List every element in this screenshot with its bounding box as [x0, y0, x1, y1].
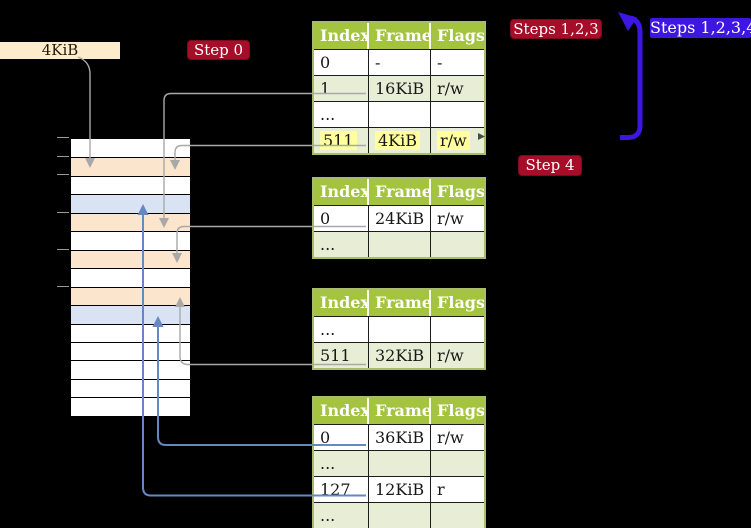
- memory-frame-row-blue: [71, 194, 190, 213]
- address-tick: [57, 174, 69, 176]
- memory-frame-row-peach: [71, 286, 190, 306]
- address-tick: [57, 155, 69, 157]
- address-tick: [57, 211, 69, 213]
- steps1234-label: Steps 1,2,3,4: [650, 18, 751, 38]
- column-header-frame: Frame: [369, 179, 431, 205]
- memory-frame-row-peach: [71, 212, 190, 232]
- step4-label: Step 4: [519, 156, 581, 175]
- memory-column: [70, 138, 191, 417]
- column-header-flags: Flags: [431, 290, 484, 316]
- memory-frame-row-white: [71, 175, 190, 195]
- table-cell: 0: [314, 424, 369, 450]
- table-cell: 511: [314, 127, 369, 153]
- table-cell: 24KiB: [369, 205, 431, 231]
- highlighted-value: 511: [320, 131, 357, 150]
- column-header-index: Index: [314, 290, 369, 316]
- step0-label: Step 0: [188, 41, 249, 59]
- table-cell: r/w: [431, 424, 484, 450]
- memory-frame-row-white: [71, 231, 190, 250]
- address-tick: [57, 286, 69, 288]
- column-header-index: Index: [314, 398, 369, 424]
- column-header-flags: Flags: [431, 23, 484, 49]
- highlighted-value: r/w: [437, 131, 470, 150]
- table-cell: 0: [314, 49, 369, 75]
- memory-frame-row-white: [71, 268, 190, 287]
- table-cell: [431, 101, 484, 127]
- table-cell: 0: [314, 205, 369, 231]
- table-cell: ...: [314, 450, 369, 476]
- table-cell: [369, 316, 431, 342]
- memory-frame-row-white: [71, 341, 190, 361]
- memory-frame-row-white: [71, 323, 190, 342]
- table-cell: [431, 231, 484, 257]
- table-cell: r/w: [431, 127, 484, 153]
- memory-frame-row-white: [71, 360, 190, 379]
- table-cell: [431, 316, 484, 342]
- table-cell: -: [369, 49, 431, 75]
- table-cell: ...: [314, 231, 369, 257]
- table-cell: 12KiB: [369, 476, 431, 502]
- table-cell: 4KiB: [369, 127, 431, 153]
- highlighted-value: 4KiB: [375, 131, 421, 150]
- table-cell: [431, 450, 484, 476]
- column-header-frame: Frame: [369, 23, 431, 49]
- table-cell: 127: [314, 476, 369, 502]
- table-cell: ...: [314, 502, 369, 528]
- arrow-steps1234-loop: [618, 12, 643, 140]
- memory-frame-row-peach: [71, 249, 190, 269]
- table-cell: 32KiB: [369, 342, 431, 368]
- memory-frame-row-blue: [71, 305, 190, 324]
- memory-frame-row-white: [71, 139, 190, 158]
- table-cell: [369, 502, 431, 528]
- table-cell: [431, 502, 484, 528]
- table-cell: ...: [314, 316, 369, 342]
- column-header-flags: Flags: [431, 398, 484, 424]
- memory-frame-row-peach: [71, 157, 190, 176]
- page-size-label: 4KiB: [0, 42, 120, 59]
- address-tick: [57, 137, 69, 138]
- column-header-index: Index: [314, 179, 369, 205]
- table-cell: 511: [314, 342, 369, 368]
- address-tick: [57, 249, 69, 250]
- column-header-frame: Frame: [369, 398, 431, 424]
- table-cell: [369, 101, 431, 127]
- table-cell: r/w: [431, 75, 484, 101]
- memory-frame-row-white: [71, 397, 190, 416]
- table-cell: ...: [314, 101, 369, 127]
- column-header-frame: Frame: [369, 290, 431, 316]
- table-cell: 1: [314, 75, 369, 101]
- column-header-index: Index: [314, 23, 369, 49]
- memory-frame-row-white: [71, 378, 190, 398]
- table-cell: [369, 231, 431, 257]
- table-cell: -: [431, 49, 484, 75]
- table-cell: [369, 450, 431, 476]
- table-cell: r/w: [431, 205, 484, 231]
- table-cell: 16KiB: [369, 75, 431, 101]
- table-cell: r: [431, 476, 484, 502]
- table-cell: r/w: [431, 342, 484, 368]
- column-header-flags: Flags: [431, 179, 484, 205]
- steps123-label: Steps 1,2,3: [511, 20, 601, 38]
- table-cell: 36KiB: [369, 424, 431, 450]
